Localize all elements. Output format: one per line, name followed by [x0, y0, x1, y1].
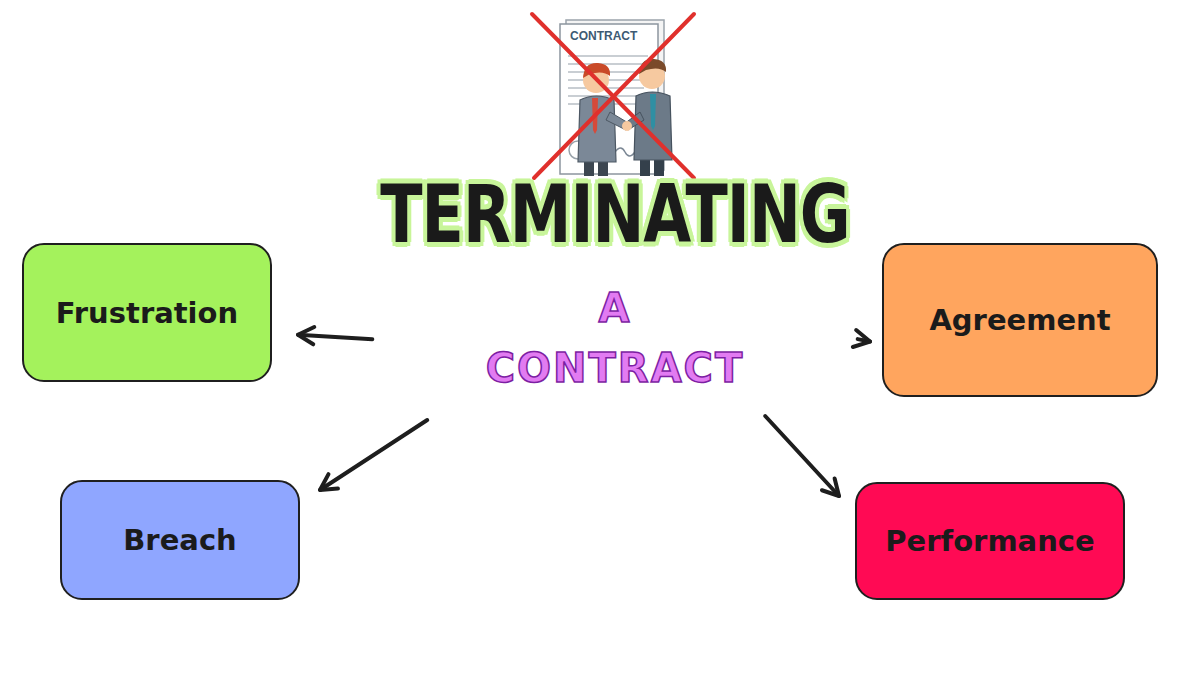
arrow-line — [320, 420, 427, 490]
sub-title: A CONTRACT — [486, 278, 745, 398]
main-title: TERMINATING — [380, 170, 849, 261]
frustration-box: Frustration — [22, 243, 272, 382]
arrow-connector — [853, 330, 870, 347]
box-label: Frustration — [56, 296, 238, 330]
box-label: Breach — [123, 523, 236, 557]
arrow-head — [853, 330, 870, 347]
box-label: Agreement — [929, 303, 1110, 337]
businessman-right — [622, 59, 672, 176]
handshake — [622, 121, 632, 131]
performance-box: Performance — [855, 482, 1125, 600]
arrow-line — [298, 335, 372, 339]
box-label: Performance — [885, 524, 1094, 558]
center-topic: TERMINATINGA CONTRACT — [380, 180, 849, 398]
arrow-line — [765, 416, 839, 496]
arrow-head — [298, 327, 314, 344]
arrow-connector — [765, 416, 839, 496]
cross-out — [532, 14, 694, 178]
arrow-head — [822, 479, 839, 496]
arrow-connector — [320, 420, 427, 490]
breach-box: Breach — [60, 480, 300, 600]
document-heading: CONTRACT — [568, 29, 639, 43]
arrow-head — [320, 474, 338, 490]
arrow-connector — [298, 327, 372, 344]
businessman-left — [578, 63, 630, 176]
agreement-box: Agreement — [882, 243, 1158, 397]
